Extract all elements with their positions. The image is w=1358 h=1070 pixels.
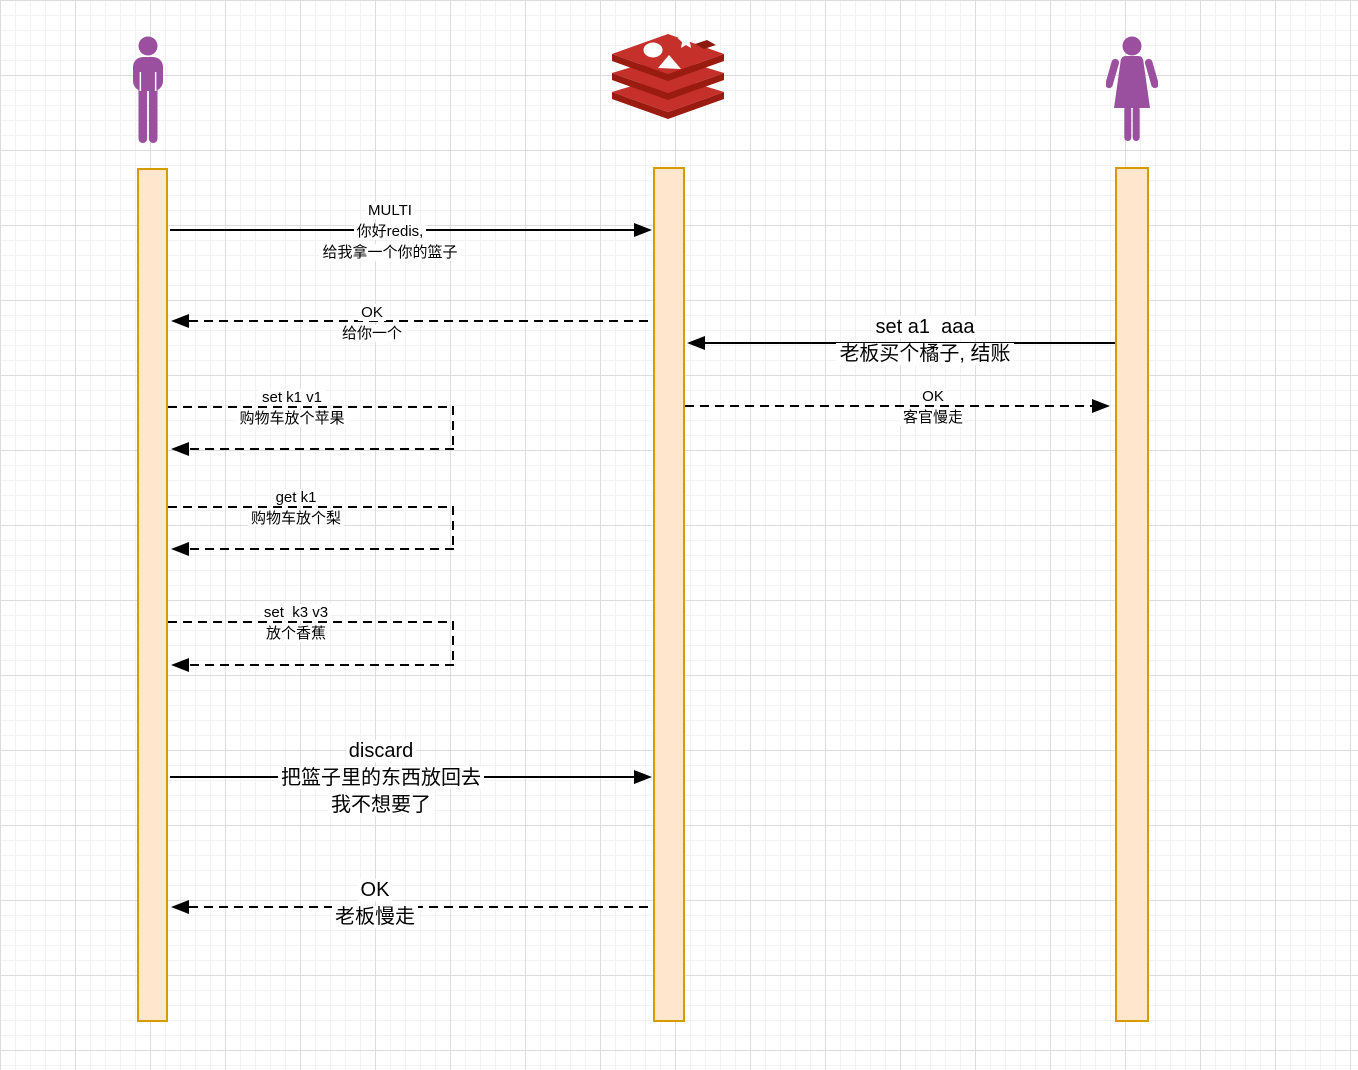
arrowhead-icon: [634, 770, 652, 784]
message-label: discard 把篮子里的东西放回去 我不想要了: [231, 738, 531, 819]
arrowhead-icon: [171, 314, 189, 328]
actor-left-client[interactable]: [126, 36, 170, 146]
activation-bar-middle[interactable]: [653, 167, 685, 1022]
activation-bar-left[interactable]: [137, 168, 168, 1022]
arrowhead-icon: [634, 223, 652, 237]
message-label: set k3 v3 放个香蕉: [146, 602, 446, 644]
message-label: OK 老板慢走: [225, 877, 525, 931]
loop-top-line: [168, 406, 454, 408]
loop-bottom-line: [190, 448, 454, 450]
message-label: get k1 购物车放个梨: [146, 487, 446, 529]
message-line: [189, 320, 653, 322]
actor-redis-server[interactable]: [612, 28, 724, 123]
loop-top-line: [168, 621, 454, 623]
message-line: [189, 906, 653, 908]
arrowhead-icon: [171, 542, 189, 556]
arrowhead-icon: [171, 442, 189, 456]
redis-logo-icon: [612, 32, 724, 119]
actor-right-client[interactable]: [1106, 36, 1158, 146]
loop-right-line: [452, 406, 454, 450]
loop-bottom-line: [190, 664, 454, 666]
woman-icon: [1106, 36, 1158, 141]
message-line: [685, 405, 1092, 407]
message-label: MULTI 你好redis, 给我拿一个你的篮子: [240, 200, 540, 263]
arrowhead-icon: [1092, 399, 1110, 413]
loop-top-line: [168, 506, 454, 508]
arrowhead-icon: [171, 658, 189, 672]
message-label: set k1 v1 购物车放个苹果: [142, 387, 442, 429]
loop-bottom-line: [190, 548, 454, 550]
message-label: OK 给你一个: [222, 302, 522, 344]
loop-right-line: [452, 621, 454, 665]
arrowhead-icon: [171, 900, 189, 914]
loop-right-line: [452, 506, 454, 550]
activation-bar-right[interactable]: [1115, 167, 1149, 1022]
message-label: set a1 aaa 老板买个橘子, 结账: [775, 314, 1075, 368]
man-icon: [133, 36, 163, 143]
arrowhead-icon: [687, 336, 705, 350]
message-label: OK 客官慢走: [783, 386, 1083, 428]
